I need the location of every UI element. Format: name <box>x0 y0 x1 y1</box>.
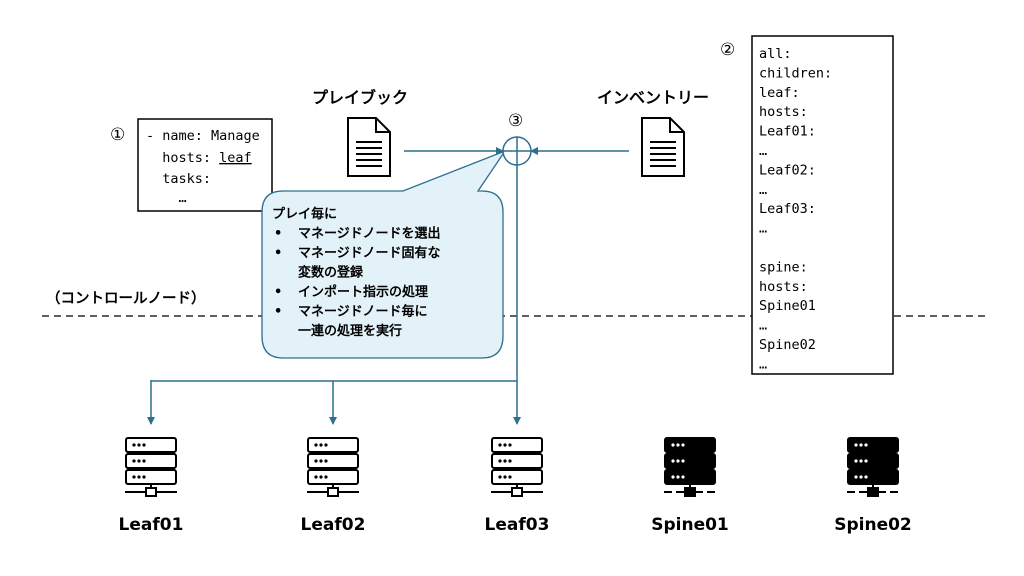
inventory-code-line: spine: <box>759 259 808 275</box>
inventory-number: ② <box>720 40 735 60</box>
playbook-code-line: - name: Manage <box>146 128 260 144</box>
node-label: Leaf02 <box>301 515 366 535</box>
callout-item-text: マネージドノードを選出 <box>298 226 440 242</box>
merge-circle-icon <box>502 136 532 166</box>
playbook-code-line: … <box>146 190 187 206</box>
node-label: Spine02 <box>834 515 912 535</box>
callout-bullet: • <box>274 285 282 300</box>
inventory-document-icon <box>641 117 685 177</box>
callout-title: プレイ毎に <box>272 206 337 222</box>
inventory-code-line: Leaf01: <box>759 124 816 140</box>
inventory-code-line: … <box>759 318 767 334</box>
inventory-code-line: hosts: <box>759 279 808 295</box>
node-label: Leaf03 <box>485 515 550 535</box>
server-outline-icon <box>307 437 359 497</box>
inventory-code-line: … <box>759 356 767 372</box>
playbook-code-line: tasks: <box>146 171 211 187</box>
callout-item-text: マネージドノード毎に <box>298 304 427 320</box>
server-outline-icon <box>491 437 543 497</box>
server-outline-icon <box>125 437 177 497</box>
playbook-document-icon <box>347 117 391 177</box>
playbook-code-box: - name: Manage hosts: leaf tasks: … <box>137 118 273 212</box>
callout-bullet: • <box>274 246 282 261</box>
callout-bubble <box>261 149 507 359</box>
callout-item-text: インポート指示の処理 <box>298 284 428 300</box>
boundary-label: （コントロールノード） <box>46 289 206 307</box>
callout-bullet: • <box>274 305 282 320</box>
node-label: Leaf01 <box>119 515 184 535</box>
inventory-code-line: Spine02 <box>759 337 816 353</box>
inventory-code-line: … <box>759 221 767 237</box>
inventory-code-line: … <box>759 143 767 159</box>
merge-number: ③ <box>508 111 523 131</box>
node-label: Spine01 <box>651 515 729 535</box>
inventory-code-line: hosts: <box>759 104 808 120</box>
inventory-code-line: Spine01 <box>759 298 816 314</box>
inventory-code-line: … <box>759 182 767 198</box>
inventory-code-line: Leaf02: <box>759 162 816 178</box>
server-filled-icon <box>847 437 899 497</box>
inventory-code-line: children: <box>759 65 832 81</box>
playbook-number: ① <box>110 125 125 145</box>
callout-item-text: 変数の登録 <box>298 265 364 281</box>
playbook-heading: プレイブック <box>312 88 408 107</box>
callout-bullet: • <box>274 227 282 242</box>
server-filled-icon <box>664 437 716 497</box>
inventory-code-line: Leaf03: <box>759 201 816 217</box>
playbook-code-line: hosts: leaf <box>146 150 252 166</box>
nodes-layer: Leaf01 Leaf02 Leaf03 Spine01 Spine02 <box>119 437 912 535</box>
inventory-code-box: all: children: leaf: hosts: Leaf01: … Le… <box>751 35 894 375</box>
inventory-code-line: all: <box>759 46 792 62</box>
callout-item-text: 一連の処理を実行 <box>298 323 402 339</box>
playbook-hosts-value: leaf <box>219 150 252 166</box>
inventory-code-line: leaf: <box>759 85 800 101</box>
callout-item-text: マネージドノード固有な <box>298 245 440 261</box>
inventory-heading: インベントリー <box>597 88 709 107</box>
